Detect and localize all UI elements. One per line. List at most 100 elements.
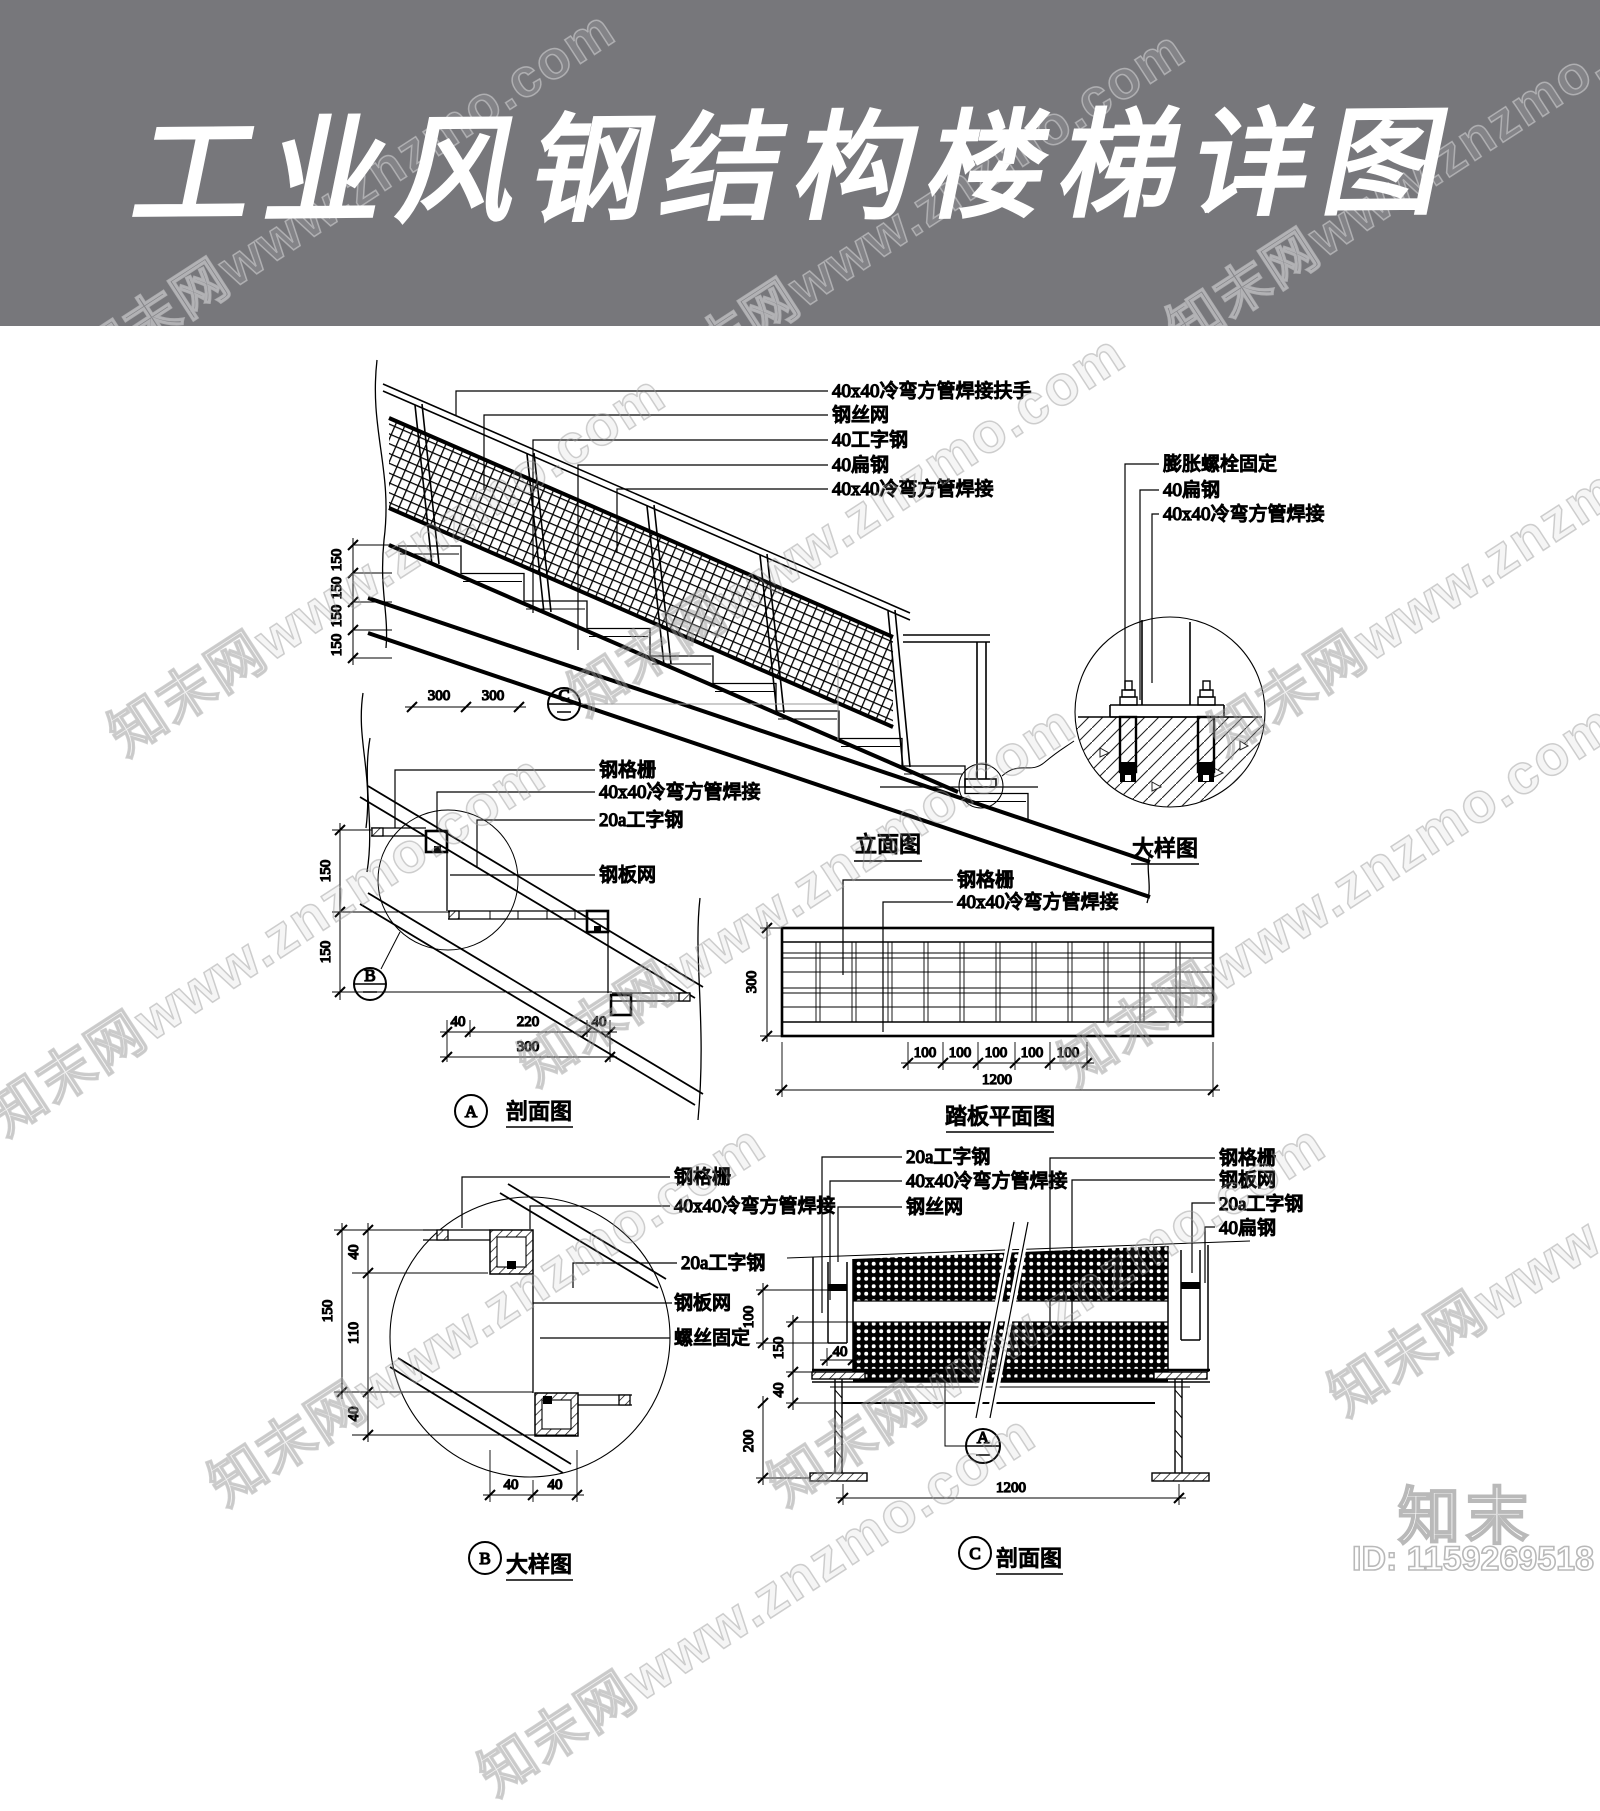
section-c-left-dims xyxy=(756,1283,855,1485)
left-post xyxy=(812,1257,854,1372)
bolt-mark xyxy=(507,1261,516,1269)
wire-mesh-lower xyxy=(853,1322,1168,1382)
dim-label: 150 xyxy=(771,1337,787,1360)
bolt-mark xyxy=(594,926,601,931)
cut-marker-letter: C xyxy=(558,686,569,705)
dim-label: 110 xyxy=(346,1322,362,1344)
caption-marker-letter: A xyxy=(465,1102,478,1121)
tread-plan-view: 钢格栅 40x40冷弯方管焊接 300 100 100 100 100 100 … xyxy=(743,868,1220,1133)
site-logo: 知末 xyxy=(1397,1482,1535,1553)
anchor-callout-leaders xyxy=(1124,463,1159,700)
square-tube xyxy=(585,909,610,934)
dim-label: 150 xyxy=(329,549,345,572)
callout-label: 40x40冷弯方管焊接 xyxy=(832,478,994,500)
callout-label: 钢板网 xyxy=(599,864,656,886)
i-beam-left xyxy=(809,1371,868,1482)
callout-label: 20a工字钢 xyxy=(1219,1193,1303,1215)
caption-marker-letter: B xyxy=(479,1549,490,1568)
tread-plan-callout-leaders xyxy=(842,879,953,1032)
grating-end xyxy=(678,992,691,1002)
callout-label: 钢格栅 xyxy=(957,869,1014,891)
end-post-base xyxy=(964,778,997,788)
dim-label: 150 xyxy=(329,634,345,657)
square-tube-inner xyxy=(541,1399,572,1430)
dim-label: 1200 xyxy=(996,1480,1026,1496)
concrete xyxy=(1075,717,1265,807)
callout-label: 40工字钢 xyxy=(832,429,908,451)
mesh-top-rail xyxy=(388,416,894,639)
frame-inner xyxy=(782,941,1213,1023)
callout-label: 钢格栅 xyxy=(674,1166,731,1188)
ref-marker-letter: A xyxy=(977,1428,990,1447)
callout-label: 20a工字钢 xyxy=(906,1146,990,1168)
end-rail-cap xyxy=(903,634,990,643)
mesh-top-line xyxy=(786,1240,1251,1259)
tread-frame xyxy=(780,926,1215,1038)
callout-label: 40扁钢 xyxy=(1163,479,1220,501)
elevation-riser-dims xyxy=(347,538,392,665)
railing-mesh xyxy=(389,418,893,727)
dim-label: 100 xyxy=(949,1045,972,1061)
callout-label: 钢丝网 xyxy=(832,404,889,426)
section-c-right-leaders xyxy=(1049,1157,1215,1368)
callout-label: 钢格栅 xyxy=(1219,1147,1276,1169)
right-post xyxy=(1167,1245,1209,1372)
flat-bar-chord xyxy=(388,543,959,794)
post-tube xyxy=(1141,620,1191,705)
bolt-nuts xyxy=(1119,680,1216,706)
callout-label: 螺丝固定 xyxy=(674,1327,750,1349)
section-c-post-dim xyxy=(820,1348,860,1366)
anchor-rods xyxy=(1118,715,1216,782)
caption-marker-A xyxy=(454,1094,488,1128)
dim-label: 150 xyxy=(329,605,345,628)
dim-label: 40 xyxy=(346,1407,362,1422)
stringer-top xyxy=(367,596,1151,864)
dim-label: 40 xyxy=(504,1477,519,1493)
callout-label: 40x40冷弯方管焊接 xyxy=(957,891,1119,913)
dim-label: 100 xyxy=(1057,1045,1080,1061)
caption-marker-C xyxy=(958,1536,992,1570)
break-line xyxy=(374,359,388,649)
base-plate xyxy=(1109,704,1225,718)
wire-mesh-upper xyxy=(853,1246,1168,1301)
section-a-callout-leaders xyxy=(394,769,595,876)
mesh-bottom-rail xyxy=(388,506,894,729)
callout-label: 40x40冷弯方管焊接 xyxy=(599,781,761,803)
callout-label: 钢丝网 xyxy=(906,1196,963,1218)
section-a-bottom-dims xyxy=(440,1020,617,1063)
section-a-view: B 150 150 40 220 40 300 钢格栅 40x40冷弯方管焊接 … xyxy=(317,737,761,1128)
grating-bars xyxy=(489,911,576,919)
dim-label: 300 xyxy=(744,971,760,994)
callout-label: 40x40冷弯方管焊接扶手 xyxy=(832,380,1032,402)
tread xyxy=(423,1229,490,1241)
dim-label: 1200 xyxy=(982,1072,1012,1088)
callout-label: 20a工字钢 xyxy=(599,809,683,831)
section-c-total-dim xyxy=(836,1484,1186,1505)
dim-label: 150 xyxy=(318,860,334,883)
stringer-edge xyxy=(389,1357,572,1474)
dim-label: 40 xyxy=(451,1014,466,1030)
dim-label: 100 xyxy=(741,1306,757,1329)
bolt-mark xyxy=(434,846,441,851)
dim-label: 100 xyxy=(985,1045,1008,1061)
break-line xyxy=(975,1221,1029,1419)
dim-label: 40 xyxy=(833,1344,848,1360)
grating-bars xyxy=(867,1371,1139,1382)
step-treads xyxy=(400,553,1026,802)
cad-sheet: 150 150 150 150 300 300 C 40x40冷弯方管焊接扶手 … xyxy=(317,359,1325,1581)
grating-grid xyxy=(782,942,1213,1022)
i-beam-right xyxy=(1151,1371,1210,1482)
ref-marker-letter: B xyxy=(364,966,375,985)
view-caption: 大样图 xyxy=(506,1552,572,1577)
title-band: 工业风钢结构楼梯详图 知末网www.znzmo.com 知末网www.znzmo… xyxy=(0,0,1600,411)
break-mask xyxy=(972,1221,1032,1419)
view-caption: 剖面图 xyxy=(506,1099,572,1124)
elevation-tread-dims xyxy=(405,701,526,713)
steps-zigzag xyxy=(398,545,1029,821)
callout-label: 40x40冷弯方管焊接 xyxy=(1163,503,1325,525)
anchor-detail-view: 膨胀螺栓固定 40扁钢 40x40冷弯方管焊接 大样图 xyxy=(1074,452,1325,865)
tread xyxy=(612,992,690,1002)
tread xyxy=(448,910,608,920)
dim-label: 150 xyxy=(320,1300,336,1323)
dim-label: 300 xyxy=(517,1039,540,1055)
